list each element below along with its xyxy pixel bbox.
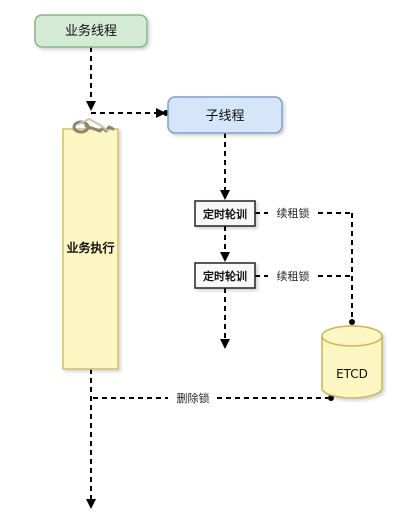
node-business-exec-label: 业务执行 (66, 240, 114, 255)
edge-etcd-dot (349, 319, 355, 325)
connector-lines (86, 47, 355, 509)
node-etcd-label: ETCD (336, 367, 368, 381)
key-icon (72, 118, 115, 134)
node-sub-thread-label: 子线程 (205, 109, 244, 124)
node-timer-2-box (194, 262, 256, 289)
node-timer-1-label: 定时轮训 (203, 207, 247, 221)
node-business-thread-box (34, 14, 148, 48)
node-business-exec-box (62, 128, 119, 370)
node-timer-2-label: 定时轮训 (203, 269, 247, 283)
node-business-thread: 业务线程 (34, 14, 148, 48)
edge-delete-dot (328, 395, 334, 401)
node-sub-thread-box (167, 96, 283, 134)
edge-label-delete-lock: 删除锁 (177, 391, 210, 405)
etcd-cylinder-icon (321, 325, 383, 399)
node-business-exec: 业务执行 (62, 128, 119, 370)
node-timer-1-box (194, 200, 256, 227)
edge-label-renew-lock-1: 续租锁 (277, 206, 310, 220)
edge-label-renew-lock-2: 续租锁 (277, 269, 310, 283)
node-timer-1: 定时轮训 (194, 200, 256, 227)
node-sub-thread: 子线程 (167, 96, 283, 134)
node-business-thread-label: 业务线程 (65, 23, 117, 39)
node-timer-2: 定时轮训 (194, 262, 256, 289)
node-etcd: ETCD (321, 325, 383, 399)
